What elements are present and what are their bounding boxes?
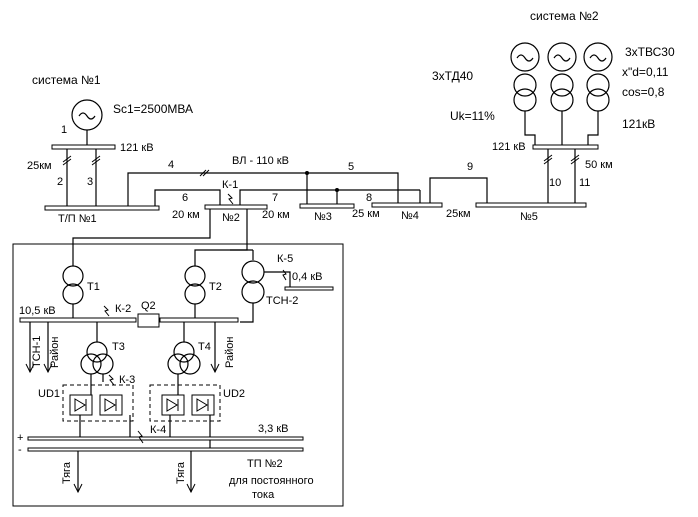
substation-n5: №5 xyxy=(520,211,538,223)
bus-n3 xyxy=(299,203,355,209)
length-25-line8: 25 км xyxy=(352,208,380,220)
fault-k5-arrow-icon xyxy=(282,269,287,281)
fault-k2: К-2 xyxy=(115,303,131,315)
line-number-4: 4 xyxy=(168,159,174,171)
transformer-tsn2-icon xyxy=(241,260,265,304)
voltage-33kv: 3,3 кВ xyxy=(258,423,289,435)
bus-n4 xyxy=(371,202,443,208)
length-20-line7: 20 км xyxy=(262,209,290,221)
fault-k2-arrow-icon xyxy=(103,305,110,317)
transformer-t2-icon xyxy=(184,265,206,305)
transformer-t3-icon xyxy=(80,341,114,375)
td-label: 3хТД40 xyxy=(432,69,473,83)
line-number-10: 10 xyxy=(549,177,561,189)
generator-block-2 xyxy=(547,42,577,145)
substation-n2: №2 xyxy=(222,212,240,224)
bus-n2 xyxy=(204,204,268,210)
td-uk: Uk=11% xyxy=(450,109,495,123)
length-50: 50 км xyxy=(585,159,613,171)
length-20-line6: 20 км xyxy=(172,209,200,221)
bus-dc-minus xyxy=(27,447,304,452)
line-number-8: 8 xyxy=(366,192,372,204)
bus-121-system1 xyxy=(51,144,116,150)
td-bus-voltage: 121 кВ xyxy=(492,141,526,153)
voltage-04kv: 0,4 кВ xyxy=(292,271,323,283)
load-tyaga-left: Тяга xyxy=(61,461,73,484)
transformer-t4: Т4 xyxy=(198,341,211,353)
line-number-6: 6 xyxy=(182,192,188,204)
generator-block-1 xyxy=(510,42,540,145)
tp2-title: ТП №2 xyxy=(247,458,283,470)
length-25-left: 25км xyxy=(27,160,52,172)
system2-voltage: 121кВ xyxy=(622,117,655,131)
transformer-t2: Т2 xyxy=(209,281,222,293)
transformer-t1: Т1 xyxy=(87,281,100,293)
transformer-t4-icon xyxy=(167,341,201,375)
bus-105kv-left xyxy=(19,317,137,323)
load-tyaga-right: Тяга xyxy=(175,461,187,484)
fault-k5: К-5 xyxy=(277,253,293,265)
line-number-1: 1 xyxy=(61,124,67,136)
diode-icon xyxy=(104,398,117,412)
voltage-105kv: 10,5 кВ xyxy=(19,305,56,317)
bus-04kv xyxy=(284,286,334,291)
system1-generator-icon xyxy=(71,99,103,131)
generator-block-3 xyxy=(583,42,613,145)
rectifier-ud1-frame xyxy=(62,384,134,422)
bus-tp1 xyxy=(44,205,160,211)
breaker-q2 xyxy=(137,313,160,328)
fault-k4: К-4 xyxy=(150,424,166,436)
line-number-3: 3 xyxy=(87,176,93,188)
load-rayon-right: Район xyxy=(224,337,236,368)
load-tsn1: ТСН-1 xyxy=(31,336,43,368)
fault-k4-arrow-icon xyxy=(137,430,144,444)
substation-n4: №4 xyxy=(401,210,419,222)
tp2-frame xyxy=(12,243,344,507)
rectifier-ud2: UD2 xyxy=(223,388,245,400)
line-number-5: 5 xyxy=(348,161,354,173)
system2-xd: x"d=0,11 xyxy=(622,65,669,79)
substation-n3: №3 xyxy=(314,211,332,223)
fault-k1-arrow-icon xyxy=(227,193,234,205)
diode-icon xyxy=(74,398,87,412)
fault-k3-arrow-icon xyxy=(108,374,115,386)
tp2-subtitle-1: для постоянного xyxy=(229,475,314,487)
fault-k1: К-1 xyxy=(222,179,238,191)
bus-105kv-right xyxy=(159,317,239,323)
line-110-label: ВЛ - 110 кВ xyxy=(232,155,289,167)
polarity-plus: + xyxy=(17,432,23,444)
system2-cos: cos=0,8 xyxy=(622,85,665,99)
line-number-11: 11 xyxy=(579,177,590,189)
bus-121-system2 xyxy=(532,144,599,150)
diode-icon xyxy=(196,398,209,412)
line-number-9: 9 xyxy=(467,161,473,173)
load-rayon-left: Район xyxy=(49,337,61,368)
bus1-voltage: 121 кВ xyxy=(120,142,154,154)
bus-dc-plus xyxy=(27,436,304,441)
tp2-subtitle-2: тока xyxy=(252,489,275,501)
fault-k3: К-3 xyxy=(119,374,135,386)
system2-gen: 3хТВС30 xyxy=(625,45,675,59)
line-number-7: 7 xyxy=(272,192,278,204)
line-number-2: 2 xyxy=(57,176,63,188)
transformer-t3: Т3 xyxy=(112,341,125,353)
system2-label: система №2 xyxy=(530,9,599,23)
transformer-tsn2: ТСН-2 xyxy=(266,295,298,307)
system1-power: Sc1=2500МВА xyxy=(113,102,193,116)
substation-tp1: Т/П №1 xyxy=(58,213,97,225)
transformer-t1-icon xyxy=(62,265,84,305)
system1-label: система №1 xyxy=(32,73,101,87)
diode-icon xyxy=(166,398,179,412)
rectifier-ud1: UD1 xyxy=(38,388,60,400)
rectifier-ud2-frame xyxy=(149,384,221,422)
polarity-minus: - xyxy=(18,444,22,456)
bus-n5 xyxy=(475,202,587,208)
length-25-line9: 25км xyxy=(446,208,471,220)
breaker-q2-label: Q2 xyxy=(141,300,156,312)
